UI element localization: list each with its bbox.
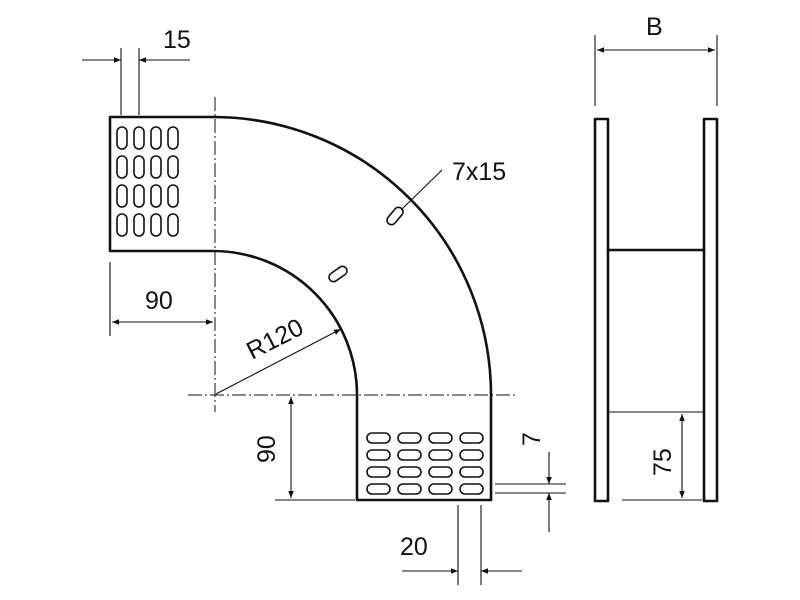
perforation-slot — [366, 483, 391, 495]
dim-label-15: 15 — [163, 26, 191, 54]
dim-bend-radius: R120 — [215, 313, 342, 395]
dim-label-90-bottom: 90 — [253, 435, 281, 463]
dim-slot-width: 7 — [495, 432, 566, 532]
plan-view: 15 90 R120 7x15 90 7 — [82, 26, 566, 585]
dim-slot-pitch: 20 — [400, 505, 522, 585]
dim-slot-size: 7x15 — [400, 158, 506, 211]
dim-left-straight: 90 — [109, 262, 213, 336]
perforation-slot — [397, 466, 422, 478]
perforation-slot — [167, 155, 179, 179]
bend-slot-inner — [328, 265, 348, 283]
bend-slot-outer — [386, 206, 404, 226]
perforation-slot — [428, 449, 453, 461]
perforation-slot — [150, 184, 162, 208]
perforation-slot — [428, 466, 453, 478]
perforation-slot — [116, 126, 128, 150]
perforation-slot — [397, 483, 422, 495]
perforation-slot — [133, 155, 145, 179]
dim-label-7: 7 — [518, 432, 546, 446]
dim-label-7x15: 7x15 — [452, 158, 506, 186]
perforation-slot — [397, 449, 422, 461]
perforation-slot — [459, 466, 484, 478]
perforation-slot — [133, 213, 145, 237]
perforation-slot — [366, 449, 391, 461]
perforation-slot — [167, 213, 179, 237]
perforation-slot — [459, 483, 484, 495]
right-side-wall — [702, 117, 719, 503]
dim-width-b: B — [594, 13, 718, 106]
section-view: B 75 — [593, 13, 719, 503]
perforation-slot — [167, 126, 179, 150]
dim-label-75: 75 — [649, 448, 677, 476]
perforation-slot — [366, 432, 391, 444]
dim-label-20: 20 — [400, 533, 428, 561]
dim-side-height: 75 — [622, 414, 702, 501]
dim-label-r120: R120 — [242, 313, 308, 365]
perforation-slot — [459, 449, 484, 461]
perforation-slot — [459, 432, 484, 444]
dim-bottom-straight: 90 — [253, 397, 355, 501]
perforation-slot — [116, 184, 128, 208]
perforation-slot — [150, 155, 162, 179]
perforation-slot — [116, 155, 128, 179]
dim-label-90-left: 90 — [145, 287, 173, 315]
perforation-slot — [167, 184, 179, 208]
perforation-slot — [133, 126, 145, 150]
dim-flange-pitch: 15 — [82, 26, 191, 115]
perforation-slot — [116, 213, 128, 237]
perforation-slot — [150, 126, 162, 150]
left-slot-pattern — [116, 126, 179, 237]
perforation-slot — [150, 213, 162, 237]
left-side-wall — [593, 117, 610, 503]
perforation-slot — [366, 466, 391, 478]
bottom-slot-pattern — [366, 432, 484, 495]
perforation-slot — [133, 184, 145, 208]
dim-label-b: B — [646, 13, 663, 41]
bend-outer-outline — [108, 115, 493, 502]
perforation-slot — [428, 432, 453, 444]
perforation-slot — [397, 432, 422, 444]
perforation-slot — [428, 483, 453, 495]
